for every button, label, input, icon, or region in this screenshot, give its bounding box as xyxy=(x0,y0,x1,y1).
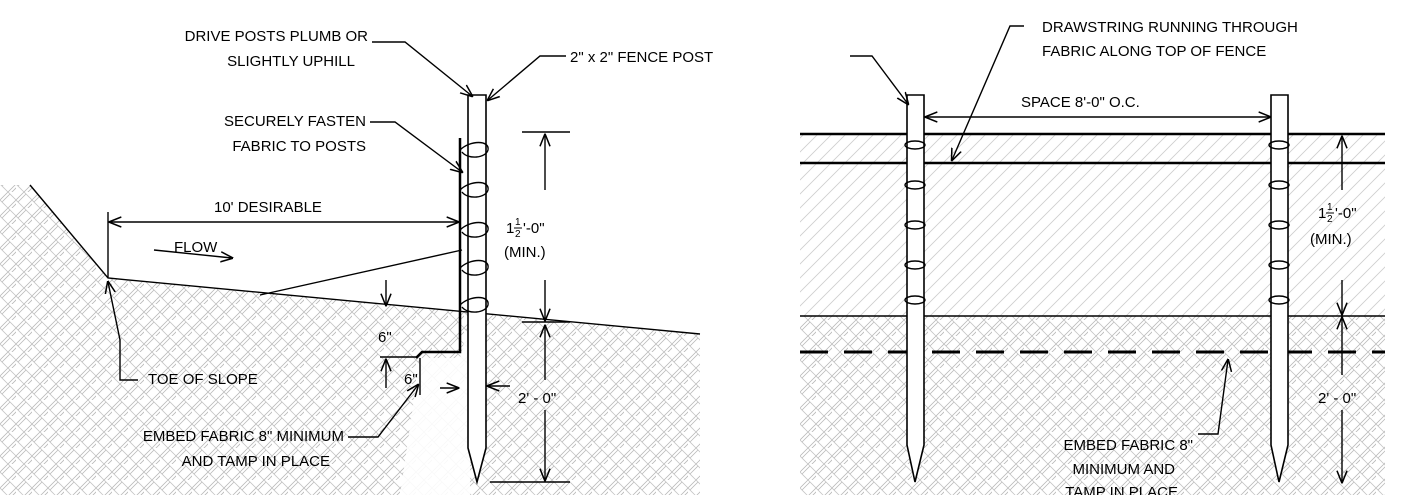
desirable-label: 10' DESIRABLE xyxy=(214,199,322,216)
left-height-frac-den: 2 xyxy=(515,229,521,240)
left-height-label: 1 1 2 '-0" (MIN.) xyxy=(504,217,546,261)
right-embed-depth-label: 2' - 0" xyxy=(1318,390,1356,407)
flow-label: FLOW xyxy=(174,239,218,256)
left-fence-post xyxy=(467,94,487,486)
fasten-fabric-label-2: FABRIC TO POSTS xyxy=(232,138,366,155)
right-embed-fabric-label-3: TAMP IN PLACE xyxy=(1065,484,1178,495)
toe-of-slope-leader xyxy=(108,282,138,381)
fasten-fabric-leader xyxy=(370,121,462,172)
right-post-right xyxy=(1270,94,1289,483)
right-height-min: (MIN.) xyxy=(1310,231,1352,248)
embed-fabric-label-1: EMBED FABRIC 8" MINIMUM xyxy=(143,428,344,445)
left-fastener-wraps xyxy=(459,141,489,313)
right-fabric-area xyxy=(800,134,1385,316)
right-fence-post-leader xyxy=(850,55,908,104)
right-height-rest: '-0" xyxy=(1335,205,1357,222)
fence-post-label: 2" x 2" FENCE POST xyxy=(570,49,713,66)
right-height-frac-den: 2 xyxy=(1327,214,1333,225)
drawstring-label-2: FABRIC ALONG TOP OF FENCE xyxy=(1042,43,1266,60)
right-embed-fabric-leader xyxy=(1198,360,1228,435)
left-height-whole: 1 xyxy=(506,220,514,237)
right-embed-fabric-label-1: EMBED FABRIC 8" xyxy=(1063,437,1193,454)
left-ground-soil xyxy=(0,185,700,495)
six-vertical-label: 6" xyxy=(378,329,392,346)
drive-posts-label-1: DRIVE POSTS PLUMB OR xyxy=(185,28,369,45)
right-post-left xyxy=(906,94,925,483)
trench-backfill xyxy=(400,318,470,495)
left-height-frac-num: 1 xyxy=(515,217,521,228)
right-height-frac-num: 1 xyxy=(1327,202,1333,213)
left-height-min: (MIN.) xyxy=(504,244,546,261)
right-height-whole: 1 xyxy=(1318,205,1326,222)
fasten-fabric-label-1: SECURELY FASTEN xyxy=(224,113,366,130)
embed-fabric-label-2: AND TAMP IN PLACE xyxy=(182,453,330,470)
left-height-rest: '-0" xyxy=(523,220,545,237)
left-fabric xyxy=(415,138,462,359)
drive-posts-label-2: SLIGHTLY UPHILL xyxy=(227,53,355,70)
drawstring-label-1: DRAWSTRING RUNNING THROUGH xyxy=(1042,19,1298,36)
right-embed-fabric-label-2: MINIMUM AND xyxy=(1073,461,1176,478)
embed-fabric-leader xyxy=(348,385,418,438)
right-post-wraps xyxy=(904,140,1290,305)
six-horizontal-label: 6" xyxy=(404,371,418,388)
drive-posts-leader xyxy=(372,41,472,96)
left-embed-depth-label: 2' - 0" xyxy=(518,390,556,407)
desirable-to-wrap-leader xyxy=(259,249,463,296)
fence-post-leader xyxy=(488,55,566,100)
right-height-label: 1 1 2 '-0" (MIN.) xyxy=(1310,202,1357,248)
toe-of-slope-label: TOE OF SLOPE xyxy=(148,371,258,388)
spacing-label: SPACE 8'-0" O.C. xyxy=(1021,94,1140,111)
right-elevation-detail: DRAWSTRING RUNNING THROUGH FABRIC ALONG … xyxy=(800,19,1385,495)
flow-arrow xyxy=(153,249,232,258)
left-section-detail: DRIVE POSTS PLUMB OR SLIGHTLY UPHILL 2" … xyxy=(0,28,713,495)
